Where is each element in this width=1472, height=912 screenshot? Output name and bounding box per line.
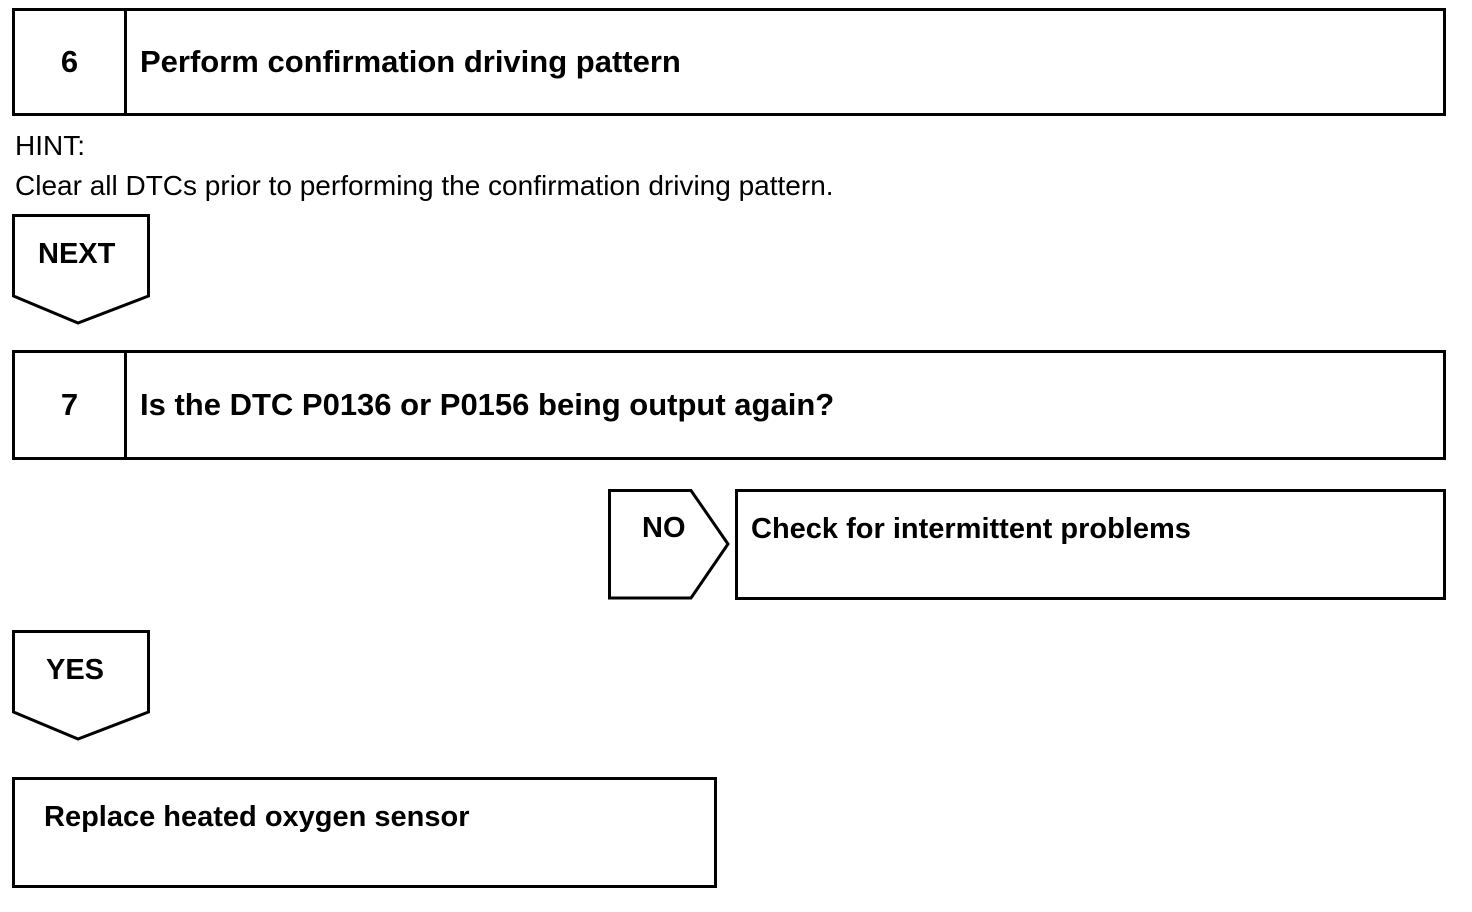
step-6-title: Perform confirmation driving pattern [140,44,681,79]
yes-arrow-label: YES [46,654,105,686]
next-arrow-shape [12,214,150,325]
yes-arrow-shape [12,630,150,741]
no-arrow: NO [608,489,732,600]
step-6-box: 6 Perform confirmation driving pattern [12,8,1446,116]
hint-label: HINT: [15,130,85,161]
no-result-text: Check for intermittent problems [751,513,1191,545]
yes-arrow: YES [12,630,150,742]
yes-result-text: Replace heated oxygen sensor [44,801,470,833]
step-7-title: Is the DTC P0136 or P0156 being output a… [140,387,835,422]
no-arrow-shape [608,489,730,600]
no-arrow-label: NO [642,512,686,544]
yes-result-box: Replace heated oxygen sensor [12,777,717,888]
step-7-number: 7 [15,353,127,457]
next-arrow-label: NEXT [38,238,116,270]
next-arrow: NEXT [12,214,150,326]
step-6-number: 6 [15,11,127,113]
step-7-box: 7 Is the DTC P0136 or P0156 being output… [12,350,1446,460]
hint-text: Clear all DTCs prior to performing the c… [15,170,834,201]
no-result-box: Check for intermittent problems [735,489,1446,600]
